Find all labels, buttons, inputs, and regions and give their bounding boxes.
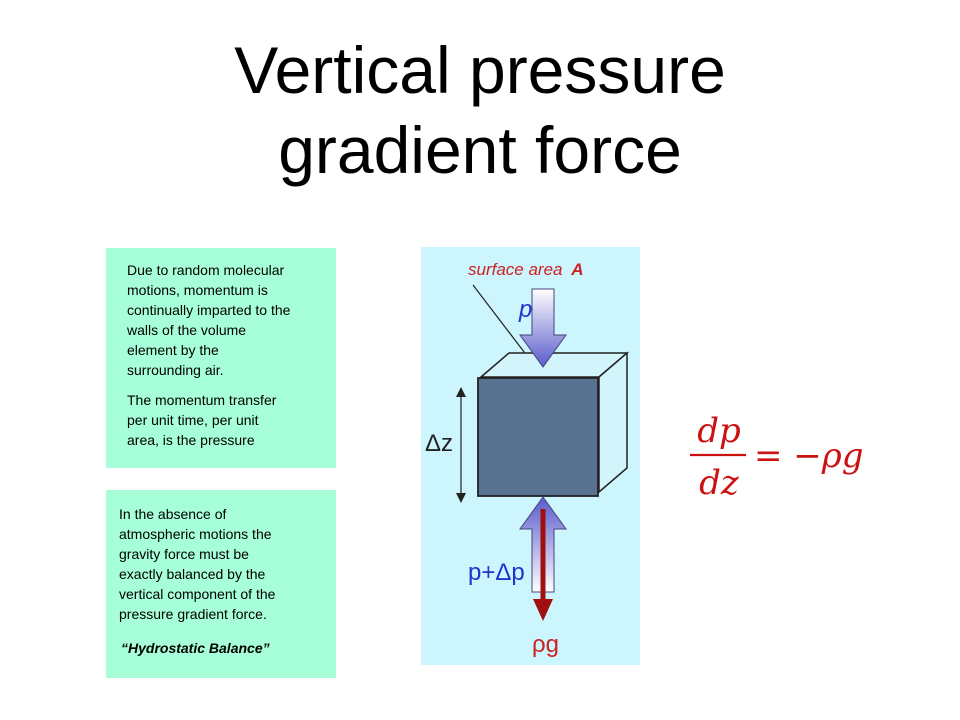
- equation-numerator: dp: [697, 411, 741, 451]
- hydrostatic-equation: dp dz = −ρg: [690, 411, 864, 503]
- box2-line: In the absence of: [119, 506, 227, 522]
- bottom-pressure-label: p+Δp: [468, 559, 525, 586]
- cube-side-face: [598, 351, 628, 494]
- cube-front-face: [477, 377, 599, 497]
- box1-line: The momentum transfer: [127, 392, 277, 408]
- surface-area-label: surface area A: [468, 260, 584, 279]
- pressure-volume-diagram: surface area A p p+Δp ρg Δz: [421, 247, 640, 665]
- box1-line: surrounding air.: [127, 362, 224, 378]
- height-arrow-top: [456, 387, 466, 397]
- title-line-1: Vertical pressure: [234, 33, 726, 107]
- molecular-momentum-textbox: Due to random molecular motions, momentu…: [106, 248, 336, 468]
- top-pressure-label: p: [518, 296, 532, 323]
- surface-pointer-line: [472, 284, 535, 366]
- gravity-label: ρg: [532, 631, 559, 658]
- title-line-2: gradient force: [278, 113, 682, 187]
- equation-rhs: = −ρg: [754, 436, 864, 476]
- gravity-arrow-head: [533, 599, 553, 621]
- box1-line: per unit time, per unit: [127, 412, 259, 428]
- box2-line: atmospheric motions the: [119, 526, 272, 542]
- box2-line: pressure gradient force.: [119, 606, 267, 622]
- surface-area-symbol: A: [570, 260, 583, 279]
- box2-line: vertical component of the: [119, 586, 276, 602]
- box1-line: continually imparted to the: [127, 302, 291, 318]
- height-label: Δz: [425, 430, 453, 457]
- hydrostatic-balance-label: “Hydrostatic Balance”: [121, 640, 270, 656]
- box1-line: element by the: [127, 342, 219, 358]
- box1-line: walls of the volume: [127, 322, 247, 338]
- equation-denominator: dz: [699, 463, 740, 503]
- top-pressure-arrow: [519, 288, 567, 368]
- box2-line: exactly balanced by the: [119, 566, 266, 582]
- box1-line: area, is the pressure: [127, 432, 255, 448]
- slide-title: Vertical pressure gradient force: [0, 30, 960, 190]
- box2-line: gravity force must be: [119, 546, 249, 562]
- surface-area-text: surface area: [468, 260, 563, 279]
- hydrostatic-balance-textbox: In the absence of atmospheric motions th…: [106, 490, 336, 678]
- height-arrow-bottom: [456, 493, 466, 503]
- box1-line: Due to random molecular: [127, 262, 285, 278]
- box1-line: motions, momentum is: [127, 282, 268, 298]
